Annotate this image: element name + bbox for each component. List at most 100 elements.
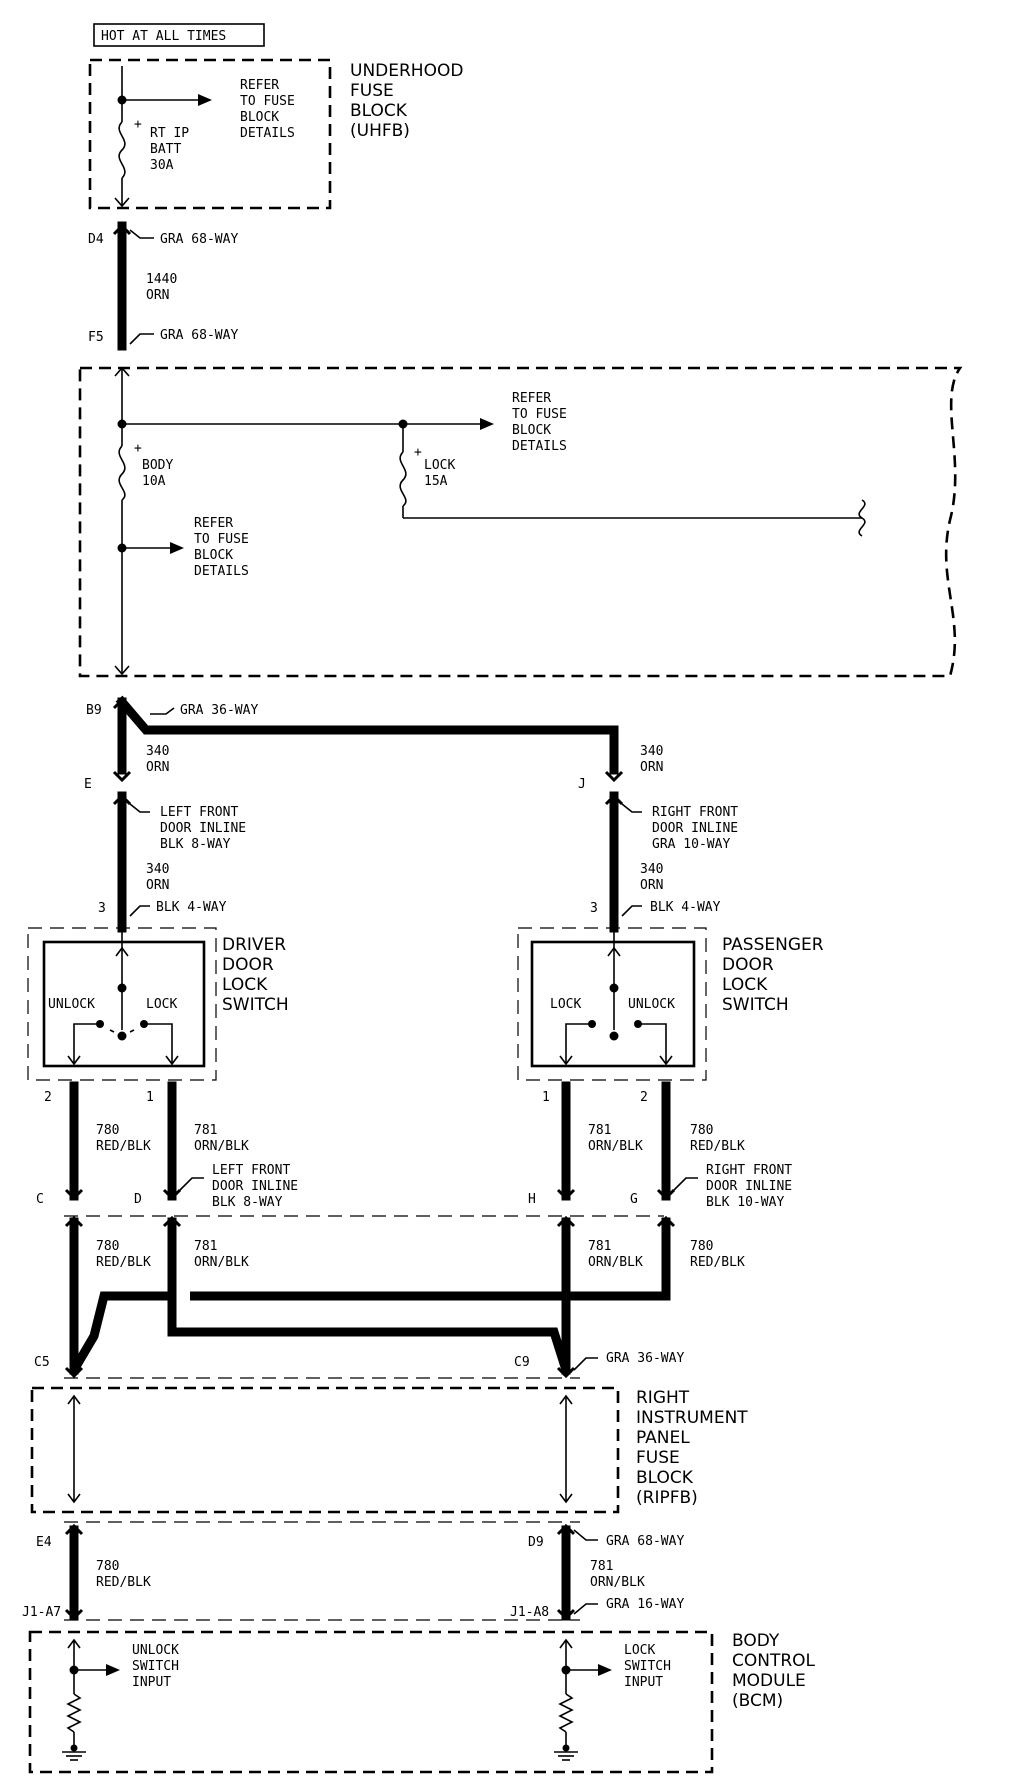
j1-a7-connector-mark (64, 1608, 84, 1621)
right-781b-1: 781 (588, 1239, 611, 1254)
bcm-unlock-ground-dot (70, 1744, 78, 1752)
mid-refer-arrowhead (480, 418, 494, 430)
uhfb-name-2: FUSE (350, 81, 394, 101)
bcm-unlock-in-arrow (67, 1638, 81, 1649)
uhfb-refer-arrowhead (198, 94, 212, 106)
bcm-780-2: RED/BLK (96, 1575, 151, 1590)
uhfb-fuse-1: RT IP (150, 126, 189, 141)
pin-d9: D9 (528, 1535, 544, 1550)
right-out-inline-leader (673, 1177, 698, 1191)
left-780-2: RED/BLK (96, 1139, 151, 1154)
right-340-top-2: ORN (640, 760, 663, 775)
left-781-1: 781 (194, 1123, 217, 1138)
body-fuse-icon (118, 445, 126, 501)
ripfb-name-4: FUSE (636, 1448, 680, 1468)
bcm-781-2: ORN/BLK (590, 1575, 645, 1590)
bcm-unlock-input-1: UNLOCK (132, 1643, 179, 1658)
pin-e4: E4 (36, 1535, 52, 1550)
lock-fuse-1: LOCK (424, 458, 455, 473)
right-out-pin-1: 1 (542, 1090, 550, 1105)
bcm-lock-resistor-icon (558, 1693, 574, 1733)
d4-connector-mark (112, 223, 132, 236)
left-4way-leader (129, 905, 150, 917)
driver-switch-pivot (117, 1031, 127, 1041)
f5-conn-label: GRA 68-WAY (160, 328, 238, 343)
uhfb-outline (88, 58, 332, 210)
passenger-unlock-label: UNLOCK (628, 997, 675, 1012)
bcm-outline (28, 1630, 714, 1774)
bcm-lock-input-2: SWITCH (624, 1659, 671, 1674)
mid-out-arrow (114, 665, 130, 676)
left-340-top-1: 340 (146, 744, 169, 759)
mid-refer-left-3: BLOCK (194, 548, 233, 563)
left-780b-2: RED/BLK (96, 1255, 151, 1270)
wire-780-cross (67, 1217, 671, 1377)
ripfb-right-arrow-bottom (559, 1493, 573, 1504)
ripfb-left-arrow-top (67, 1394, 81, 1405)
left-340-bottom-1: 340 (146, 862, 169, 877)
j1-conn-label: GRA 16-WAY (606, 1597, 684, 1612)
right-780b-2: RED/BLK (690, 1255, 745, 1270)
pin-f5: F5 (88, 330, 104, 345)
lock-fuse-icon (399, 451, 407, 507)
driver-lock-label: LOCK (146, 997, 177, 1012)
right-340-bottom-1: 340 (640, 862, 663, 877)
uhfb-fuse-3: 30A (150, 158, 174, 173)
passenger-lock-path (565, 1023, 592, 1064)
f5-leader (129, 333, 154, 345)
uhfb-out-arrow (114, 197, 130, 208)
mid-refer-right-4: DETAILS (512, 439, 567, 454)
right-781-2: ORN/BLK (588, 1139, 643, 1154)
left-inline-2: DOOR INLINE (160, 821, 246, 836)
bcm-name-4: (BCM) (732, 1691, 783, 1711)
passenger-switch-name-3: LOCK (722, 975, 768, 995)
driver-switch-name-3: LOCK (222, 975, 268, 995)
b9-conn-label: GRA 36-WAY (180, 703, 258, 718)
driver-unlock-label: UNLOCK (48, 997, 95, 1012)
bcm-780-1: 780 (96, 1559, 119, 1574)
passenger-switch-name-4: SWITCH (722, 995, 789, 1015)
left-780-1: 780 (96, 1123, 119, 1138)
rt-ip-batt-fuse-icon (118, 121, 126, 179)
mid-fuse-block-outline (78, 366, 963, 678)
c-connector-mark (64, 1188, 84, 1201)
uhfb-refer-3: BLOCK (240, 110, 279, 125)
hot-at-all-times-box (93, 23, 265, 47)
bcm-lock-input-1: LOCK (624, 1643, 655, 1658)
driver-switch-blade-r (129, 1029, 135, 1033)
left-340-bottom-2: ORN (146, 878, 169, 893)
ripfb-name-5: BLOCK (636, 1468, 694, 1488)
b9-leader (150, 707, 175, 715)
pin-h: H (528, 1192, 536, 1207)
passenger-lock-arrow (559, 1055, 573, 1066)
left-inline-3: BLK 8-WAY (160, 837, 231, 852)
left-inline-leader (129, 803, 150, 813)
right-780b-1: 780 (690, 1239, 713, 1254)
left-out-inline-1: LEFT FRONT (212, 1163, 290, 1178)
uhfb-refer-4: DETAILS (240, 126, 295, 141)
body-fuse-2: 10A (142, 474, 166, 489)
left-780b-1: 780 (96, 1239, 119, 1254)
uhfb-name-1: UNDERHOOD (350, 61, 463, 81)
left-switch-conn: BLK 4-WAY (156, 900, 227, 915)
c9-leader (573, 1357, 598, 1371)
driver-switch-blade-l (109, 1029, 115, 1033)
right-781-1: 781 (588, 1123, 611, 1138)
lock-fuse-plus: + (414, 445, 422, 460)
left-pin-3: 3 (98, 901, 106, 916)
right-pin-3: 3 (590, 901, 598, 916)
right-4way-leader (621, 905, 642, 917)
passenger-switch-box (530, 940, 696, 1068)
left-781b-1: 781 (194, 1239, 217, 1254)
bcm-unlock-input-2: SWITCH (132, 1659, 179, 1674)
ripfb-name-2: INSTRUMENT (636, 1408, 748, 1428)
bcm-lock-ground-dot (562, 1744, 570, 1752)
pin-c5: C5 (34, 1355, 50, 1370)
right-switch-conn: BLK 4-WAY (650, 900, 721, 915)
d9-leader (573, 1529, 598, 1541)
left-out-pin-2: 2 (44, 1090, 52, 1105)
bcm-unlock-input-3: INPUT (132, 1675, 171, 1690)
bcm-781-1: 781 (590, 1559, 613, 1574)
bcm-lock-in-arrow (559, 1638, 573, 1649)
